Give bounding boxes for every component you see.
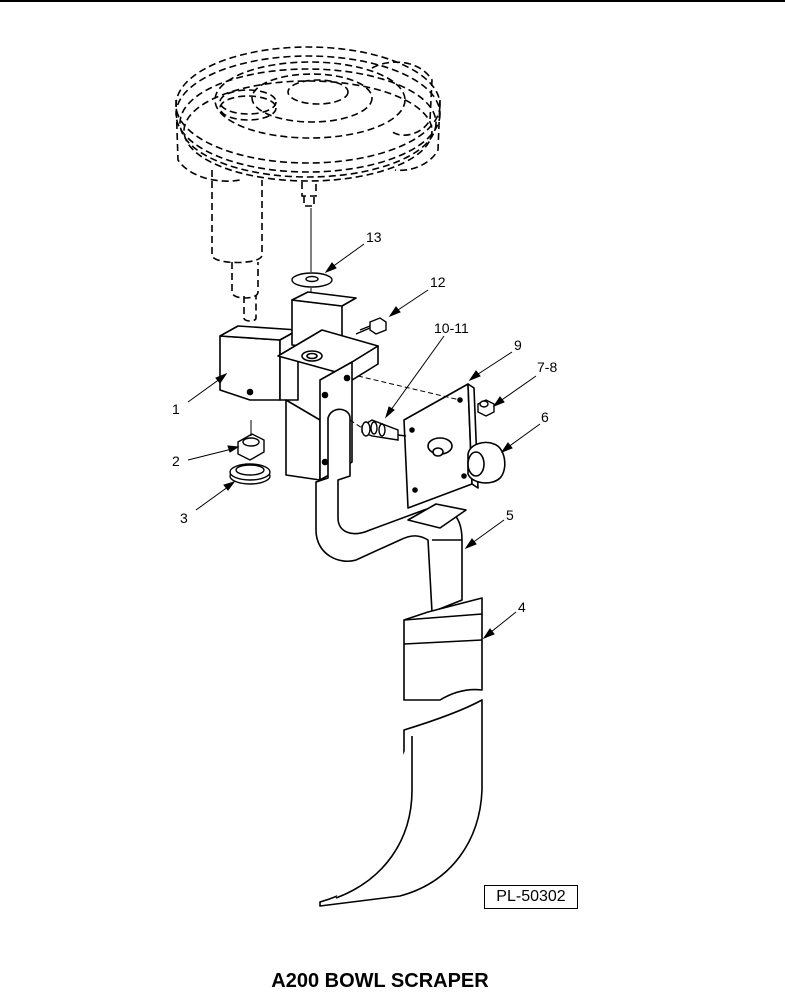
mounting-plate-part-9 [403,383,479,509]
bolt-part-12 [355,317,387,335]
callout-6: 6 [541,409,549,425]
callout-3: 3 [180,510,188,526]
ring-part-3 [229,463,271,485]
leader-lines [187,243,541,640]
scraper-blade-part-4 [319,597,483,907]
callout-5: 5 [506,507,514,523]
callout-4: 4 [518,599,526,615]
top-rule [0,0,785,2]
callout-9: 9 [514,337,522,353]
callout-2: 2 [172,453,180,469]
pin-part-10-11 [361,419,407,441]
fastener-part-7-8 [477,399,495,417]
callout-7-8: 7-8 [537,359,557,375]
callout-1: 1 [172,401,180,417]
alignment-lines [349,375,461,429]
washer-part-13 [291,208,333,352]
diagram-caption: A200 BOWL SCRAPER [271,970,489,992]
mixer-bowl-dashed [175,46,441,322]
callout-10-11: 10-11 [434,320,469,336]
scraper-arm-part-5 [315,408,467,613]
reference-code-box: PL-50302 [484,885,578,909]
nut-part-2 [237,420,265,461]
callout-12: 12 [430,274,446,290]
callout-13: 13 [366,229,382,245]
knob-part-6 [467,441,506,484]
